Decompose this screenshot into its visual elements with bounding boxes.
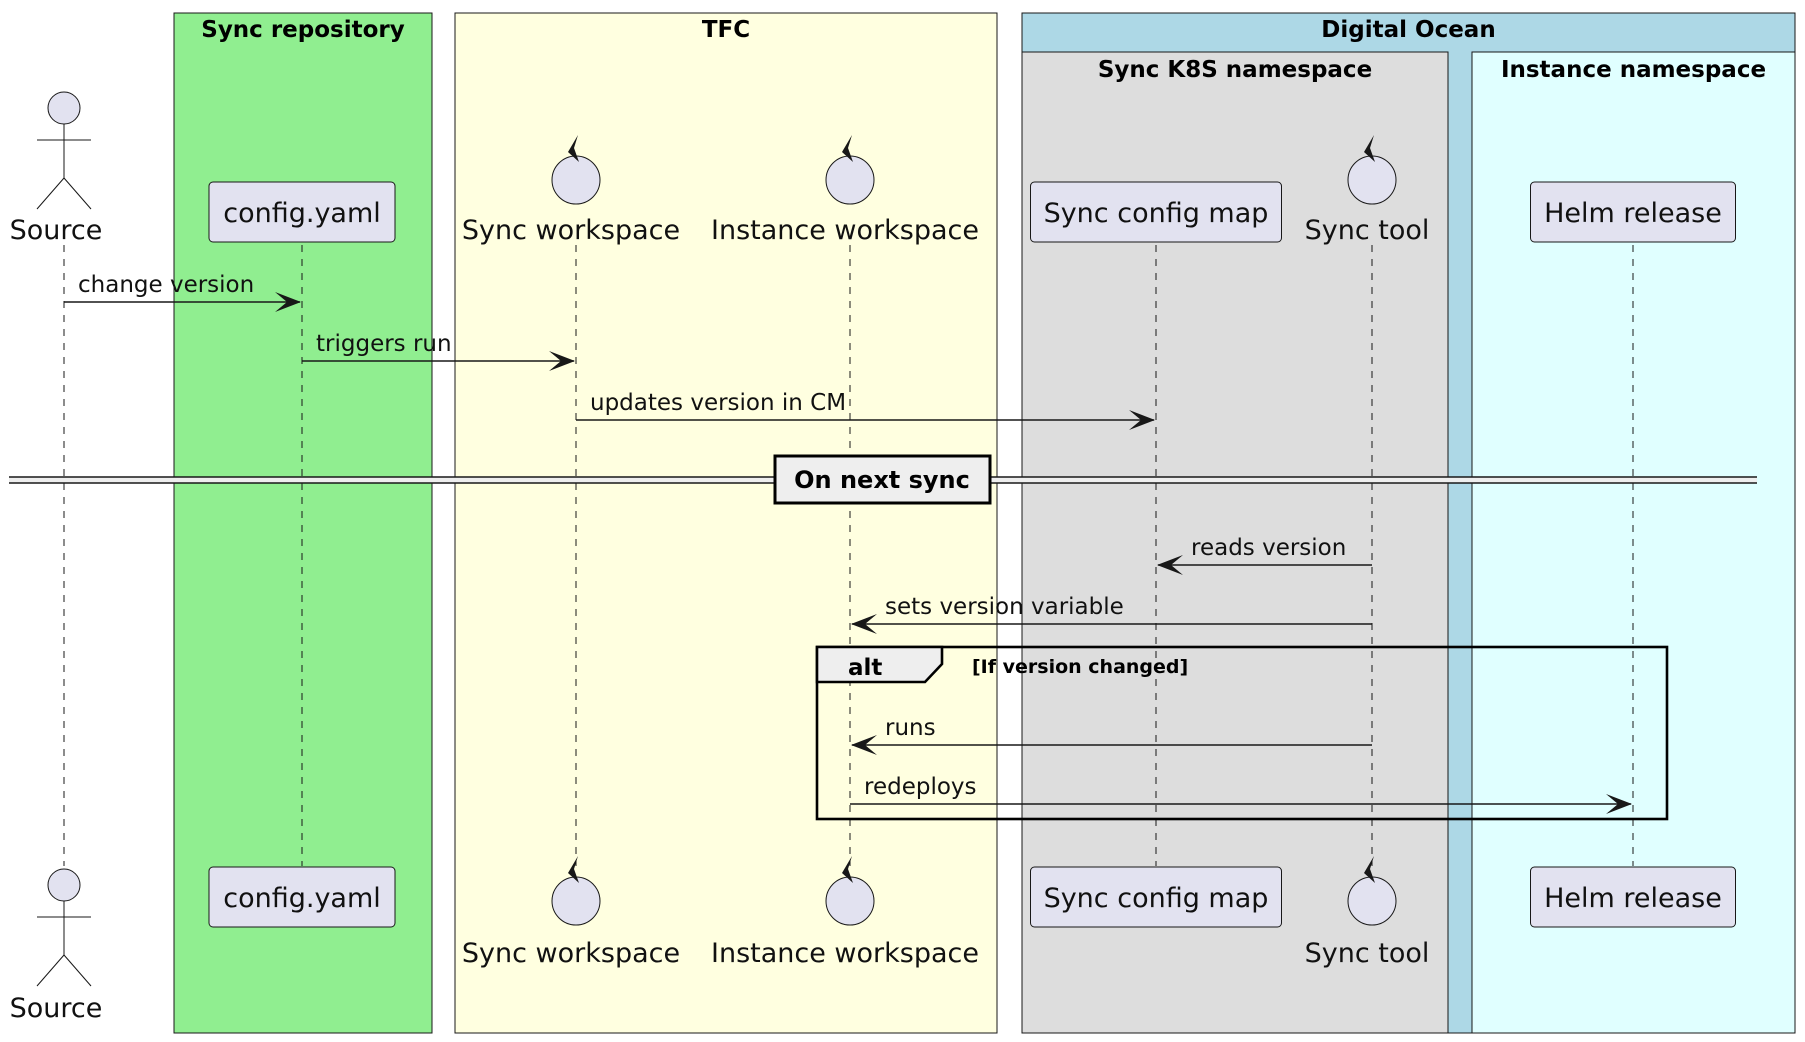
participant-cm-top: Sync config map bbox=[1030, 181, 1282, 243]
control-circle-icon bbox=[825, 155, 875, 205]
participant-label: Source bbox=[10, 993, 103, 1024]
message-label: runs bbox=[885, 715, 936, 741]
participant-syncws-top: Sync workspace bbox=[462, 135, 680, 246]
arrowhead-icon bbox=[1129, 410, 1155, 430]
message-label: updates version in CM bbox=[590, 390, 846, 416]
message-label: reads version bbox=[1191, 535, 1346, 561]
participant-label: Sync workspace bbox=[462, 215, 680, 246]
group-alt: alt [If version changed] bbox=[815, 645, 1669, 821]
participant-label: Helm release bbox=[1544, 198, 1722, 229]
participant-box bbox=[1030, 866, 1282, 928]
participant-label: Sync tool bbox=[1305, 938, 1430, 969]
actor-left-leg bbox=[36, 177, 65, 210]
control-arrow-icon bbox=[568, 135, 579, 162]
participant-box bbox=[208, 181, 396, 243]
box-tfc: TFC bbox=[454, 12, 998, 1034]
control-circle-icon bbox=[1347, 155, 1397, 205]
arrowhead-icon bbox=[275, 292, 301, 312]
arrowhead-icon bbox=[851, 614, 877, 634]
participant-config-top: config.yaml bbox=[208, 181, 396, 243]
divider-label: On next sync bbox=[794, 466, 970, 494]
alt-keyword: alt bbox=[848, 655, 882, 681]
participant-label: Instance workspace bbox=[711, 215, 979, 246]
participant-box bbox=[1030, 181, 1282, 243]
participant-syncws-bottom: Sync workspace bbox=[462, 856, 680, 969]
participant-box bbox=[208, 866, 396, 928]
participant-source-top: Source bbox=[10, 91, 103, 246]
participant-tool-bottom: Sync tool bbox=[1305, 856, 1430, 969]
participant-helm-top: Helm release bbox=[1530, 181, 1736, 243]
control-arrow-icon bbox=[1364, 856, 1375, 883]
box-instance-namespace-title: Instance namespace bbox=[1501, 57, 1766, 83]
divider-on-next-sync: On next sync bbox=[9, 454, 1757, 505]
participant-label: Sync tool bbox=[1305, 215, 1430, 246]
actor-left-leg bbox=[36, 954, 65, 987]
control-arrow-icon bbox=[842, 856, 853, 883]
arrowhead-icon bbox=[1606, 794, 1632, 814]
actor-head-icon bbox=[47, 91, 81, 125]
participant-instws-top: Instance workspace bbox=[711, 135, 979, 246]
participant-box bbox=[1530, 181, 1736, 243]
participant-label: Helm release bbox=[1544, 883, 1722, 914]
control-circle-icon bbox=[1347, 876, 1397, 926]
control-circle-icon bbox=[551, 155, 601, 205]
participant-tool-top: Sync tool bbox=[1305, 135, 1430, 246]
alt-frame bbox=[815, 645, 1669, 821]
box-digital-ocean-title: Digital Ocean bbox=[1321, 17, 1495, 43]
participant-config-bottom: config.yaml bbox=[208, 866, 396, 928]
box-sync-k8s-namespace-title: Sync K8S namespace bbox=[1098, 57, 1372, 83]
participant-label: Sync workspace bbox=[462, 938, 680, 969]
alt-condition: [If version changed] bbox=[972, 656, 1188, 678]
message-instws-to-helm: redeploys bbox=[850, 774, 1632, 814]
message-syncws-to-cm: updates version in CM bbox=[576, 390, 1155, 430]
participant-label: config.yaml bbox=[223, 883, 381, 914]
message-tool-to-instws: runs bbox=[851, 715, 1372, 755]
divider-label-box bbox=[773, 454, 992, 505]
alt-tab bbox=[815, 645, 944, 684]
message-label: redeploys bbox=[864, 774, 977, 800]
arrowhead-icon bbox=[549, 351, 575, 371]
participant-label: Instance workspace bbox=[711, 938, 979, 969]
participant-label: config.yaml bbox=[223, 198, 381, 229]
actor-right-leg bbox=[63, 954, 92, 987]
actor-head-icon bbox=[47, 868, 81, 902]
participant-label: Source bbox=[10, 215, 103, 246]
message-source-to-config: change version bbox=[64, 272, 301, 312]
box-sync-repository-title: Sync repository bbox=[201, 17, 405, 43]
message-label: sets version variable bbox=[885, 594, 1124, 620]
box-tfc-title: TFC bbox=[702, 17, 750, 43]
message-label: change version bbox=[78, 272, 254, 298]
message-tool-to-cm: reads version bbox=[1157, 535, 1372, 575]
control-arrow-icon bbox=[1364, 135, 1375, 162]
participant-box bbox=[1530, 866, 1736, 928]
box-tfc-background bbox=[454, 12, 998, 1034]
control-circle-icon bbox=[825, 876, 875, 926]
arrowhead-icon bbox=[1157, 555, 1183, 575]
participant-helm-bottom: Helm release bbox=[1530, 866, 1736, 928]
control-circle-icon bbox=[551, 876, 601, 926]
participant-label: Sync config map bbox=[1044, 883, 1269, 914]
message-label: triggers run bbox=[316, 331, 452, 357]
message-tool-to-instws: sets version variable bbox=[851, 594, 1372, 634]
actor-right-leg bbox=[63, 177, 92, 210]
arrowhead-icon bbox=[851, 735, 877, 755]
participant-source-bottom: Source bbox=[10, 868, 103, 1024]
participant-instws-bottom: Instance workspace bbox=[711, 856, 979, 969]
participant-cm-bottom: Sync config map bbox=[1030, 866, 1282, 928]
control-arrow-icon bbox=[568, 856, 579, 883]
message-config-to-syncws: triggers run bbox=[302, 331, 575, 371]
control-arrow-icon bbox=[842, 135, 853, 162]
participant-label: Sync config map bbox=[1044, 198, 1269, 229]
